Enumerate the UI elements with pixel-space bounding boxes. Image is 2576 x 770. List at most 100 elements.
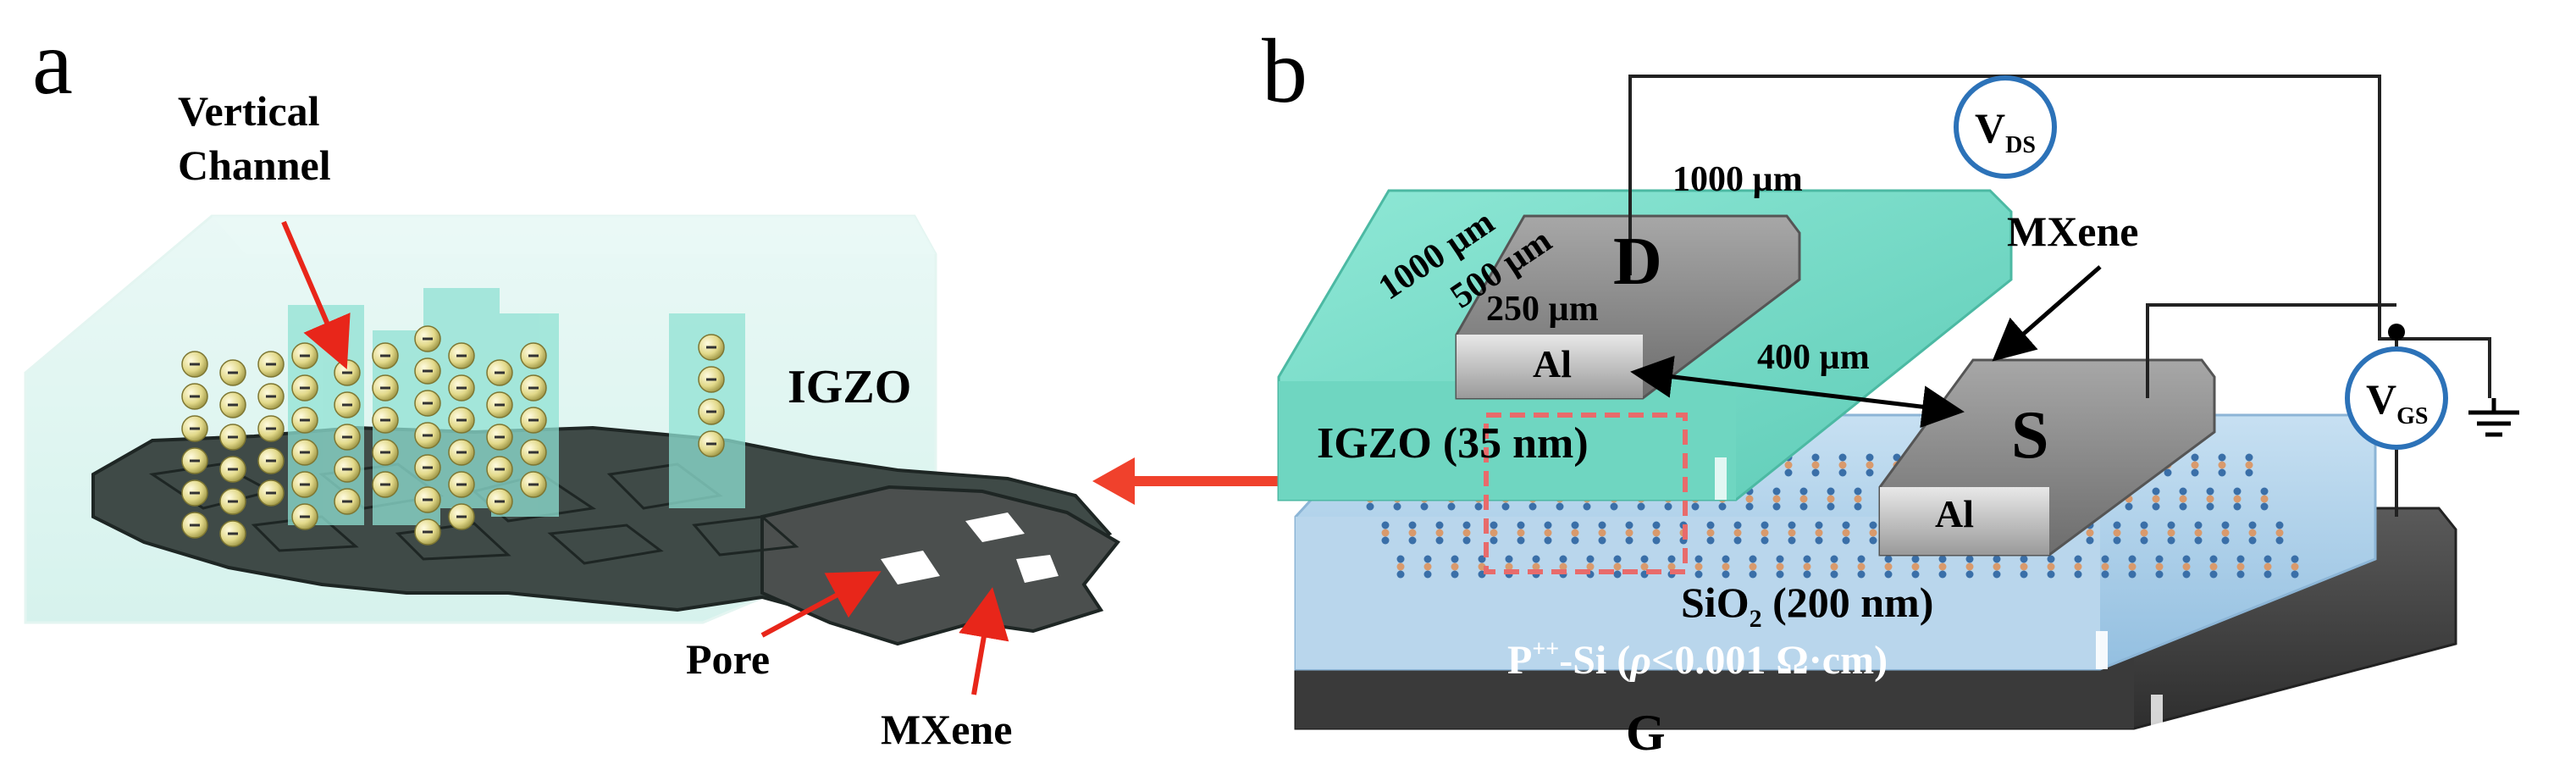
- mxene-molecule-atom: [1544, 536, 1552, 545]
- mxene-molecule-atom: [1667, 562, 1676, 571]
- mxene-molecule-atom: [2152, 487, 2160, 496]
- mxene-molecule-atom: [1435, 536, 1444, 545]
- svg-text:VDS: VDS: [1975, 104, 2036, 158]
- mxene-molecule-atom: [1381, 521, 1390, 529]
- channel-length-arrow: [1630, 355, 1965, 429]
- mxene-molecule-atom: [2236, 562, 2245, 571]
- mxene-molecule-atom: [1722, 555, 1730, 563]
- mxene-molecule-atom: [1598, 529, 1606, 537]
- mxene-molecule-atom: [1776, 570, 1784, 579]
- mxene-label-b: MXene: [2007, 208, 2139, 255]
- mxene-molecule-atom: [1866, 468, 1874, 477]
- si-label: P++-Si (ρ<0.001 Ω·cm): [1507, 636, 1888, 683]
- mxene-molecule-atom: [1884, 562, 1893, 571]
- mxene-molecule-atom: [1761, 521, 1769, 529]
- mxene-molecule-atom: [1694, 555, 1703, 563]
- mxene-molecule-atom: [1505, 562, 1513, 571]
- mxene-molecule-atom: [2074, 570, 2082, 579]
- mxene-molecule-atom: [1761, 536, 1769, 545]
- igzo-label-a: IGZO: [788, 361, 911, 413]
- mxene-molecule-atom: [1451, 570, 1459, 579]
- mxene-molecule-atom: [1613, 555, 1622, 563]
- mxene-molecule-atom: [1556, 502, 1564, 511]
- mxene-molecule-atom: [1854, 502, 1862, 511]
- zoom-arrowhead: [1092, 457, 1135, 505]
- mxene-molecule-atom: [1667, 555, 1676, 563]
- vgs-meter: VGS: [2345, 346, 2448, 450]
- mxene-molecule-atom: [2233, 495, 2242, 503]
- mxene-molecule-atom: [1799, 495, 1808, 503]
- mxene-molecule-atom: [1694, 562, 1703, 571]
- mxene-label-a: MXene: [881, 706, 1013, 753]
- mxene-molecule-atom: [1652, 529, 1661, 537]
- panel-b: b: [1262, 21, 2519, 761]
- mxene-molecule-atom: [1625, 529, 1633, 537]
- mxene-molecule-atom: [2167, 536, 2175, 545]
- mxene-molecule-atom: [2264, 555, 2272, 563]
- mxene-molecule-atom: [2179, 502, 2187, 511]
- mxene-molecule-atom: [1911, 562, 1920, 571]
- mxene-molecule-atom: [2221, 536, 2230, 545]
- mxene-molecule-atom: [2101, 570, 2109, 579]
- mxene-molecule-atom: [2179, 487, 2187, 496]
- mxene-molecule-atom: [1733, 521, 1742, 529]
- mxene-molecule-atom: [1838, 468, 1847, 477]
- dim-250: 250 µm: [1486, 290, 1599, 329]
- mxene-molecule-atom: [1799, 502, 1808, 511]
- mxene-molecule-atom: [1691, 502, 1700, 511]
- mxene-molecule-atom: [1842, 536, 1850, 545]
- mxene-molecule-atom: [1857, 555, 1866, 563]
- mxene-molecule-atom: [1559, 562, 1567, 571]
- mxene-molecule-atom: [1451, 562, 1459, 571]
- mxene-molecule-atom: [2191, 461, 2199, 469]
- mxene-molecule-atom: [1544, 521, 1552, 529]
- mxene-molecule-atom: [2248, 529, 2257, 537]
- mxene-molecule-atom: [2233, 487, 2242, 496]
- mxene-molecule-atom: [2245, 468, 2253, 477]
- mxene-molecule-atom: [1784, 461, 1793, 469]
- mxene-molecule-atom: [1505, 555, 1513, 563]
- mxene-molecule-atom: [2047, 555, 2055, 563]
- mxene-molecule-atom: [1993, 570, 2001, 579]
- mxene-molecule-atom: [2191, 453, 2199, 462]
- mxene-molecule-atom: [2260, 502, 2269, 511]
- mxene-molecule-atom: [1706, 529, 1715, 537]
- mxene-molecule-atom: [2191, 468, 2199, 477]
- mxene-molecule-atom: [1857, 562, 1866, 571]
- mxene-molecule-atom: [1423, 562, 1432, 571]
- al-drain-label: Al: [1533, 342, 1572, 385]
- mxene-molecule-atom: [2047, 570, 2055, 579]
- mxene-molecule-atom: [2074, 562, 2082, 571]
- mxene-molecule-atom: [2074, 555, 2082, 563]
- drain-label: D: [1613, 224, 1662, 299]
- panel-a: a Vertical Channel I: [24, 13, 1121, 753]
- drain-electrode: [1455, 214, 1801, 400]
- mxene-molecule-atom: [1993, 562, 2001, 571]
- mxene-molecule-atom: [1381, 529, 1390, 537]
- mxene-molecule-atom: [1830, 570, 1838, 579]
- mxene-molecule-atom: [1706, 536, 1715, 545]
- mxene-molecule-atom: [2264, 570, 2272, 579]
- mxene-molecule-atom: [2128, 562, 2137, 571]
- mxene-molecule-atom: [2020, 555, 2028, 563]
- mxene-molecule-atom: [2236, 555, 2245, 563]
- mxene-molecule-atom: [1803, 555, 1811, 563]
- mxene-molecule-atom: [2086, 536, 2094, 545]
- mxene-molecule-atom: [2101, 562, 2109, 571]
- mxene-molecule-atom: [1366, 502, 1374, 511]
- mxene-molecule-atom: [1544, 529, 1552, 537]
- mxene-molecule-atom: [2275, 521, 2284, 529]
- vgs-main: V: [2366, 375, 2396, 423]
- source-label: S: [2011, 398, 2049, 473]
- mxene-molecule-atom: [1474, 502, 1483, 511]
- mxene-molecule-atom: [1722, 570, 1730, 579]
- pore-hole: [881, 551, 940, 584]
- mxene-molecule-atom: [1583, 502, 1591, 511]
- al-source-label: Al: [1935, 492, 1974, 535]
- mxene-molecule-atom: [1423, 555, 1432, 563]
- mxene-molecule-atom: [1490, 536, 1498, 545]
- dim-1000-top: 1000 µm: [1672, 160, 1803, 199]
- mxene-molecule-atom: [1435, 529, 1444, 537]
- mxene-molecule-atom: [2101, 555, 2109, 563]
